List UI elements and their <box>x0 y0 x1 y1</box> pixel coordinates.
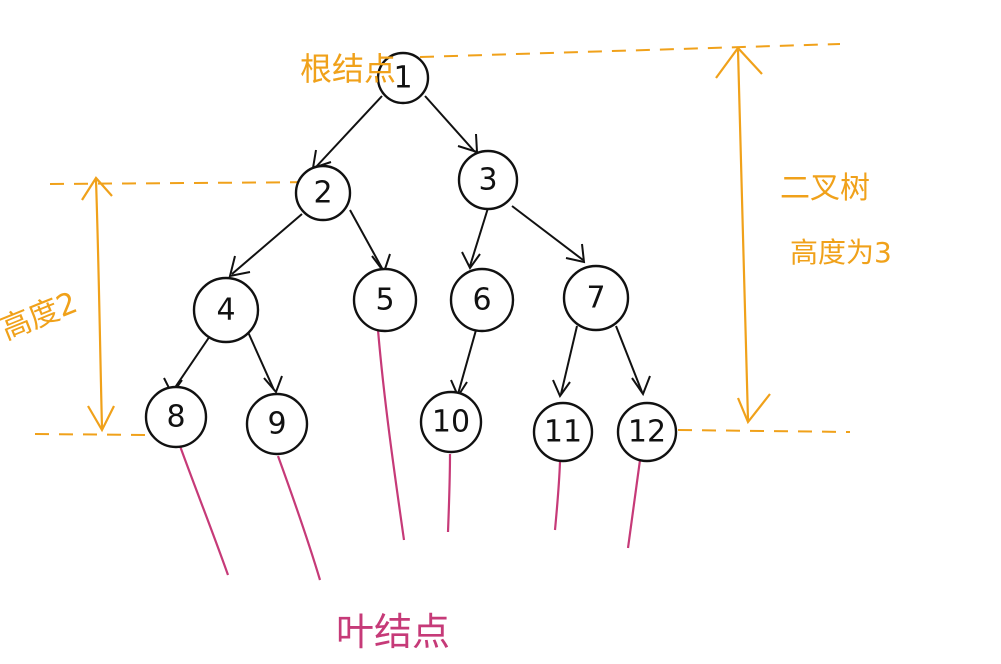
node-label-5: 5 <box>375 283 394 318</box>
node-label-2: 2 <box>313 176 332 211</box>
tree-node-3: 3 <box>457 149 519 211</box>
tree-height-label: 二叉树 <box>780 171 870 206</box>
leaf-nodes-label: 叶结点 <box>336 610 450 654</box>
tree-node-12: 12 <box>616 401 678 463</box>
tree-node-8: 8 <box>144 385 208 449</box>
node-label-8: 8 <box>166 400 185 435</box>
tree-node-4: 4 <box>192 276 260 344</box>
node-label-1: 1 <box>393 61 412 96</box>
tree-node-5: 5 <box>352 267 418 333</box>
tree-height-arrow <box>715 46 771 425</box>
node-label-11: 11 <box>544 415 582 450</box>
node-label-9: 9 <box>267 407 286 442</box>
root-node-label: 根结点 <box>300 50 396 88</box>
node-label-10: 10 <box>432 405 470 440</box>
node-label-6: 6 <box>472 283 491 318</box>
node-label-4: 4 <box>216 293 235 328</box>
tree-node-7: 7 <box>562 264 630 332</box>
tree-edges <box>163 95 651 399</box>
leaf-marker-lines <box>178 329 642 581</box>
node-label-12: 12 <box>628 415 666 450</box>
tree-node-6: 6 <box>449 267 515 333</box>
subtree-height-label: 高度2 <box>0 285 82 347</box>
node-label-3: 3 <box>478 163 497 198</box>
leaf-level-guide-left <box>34 433 151 436</box>
tree-height-value-label: 高度为3 <box>790 236 892 269</box>
tree-node-2: 2 <box>294 164 352 222</box>
subtree-height-arrow <box>81 176 115 433</box>
node-label-7: 7 <box>586 281 605 316</box>
tree-node-10: 10 <box>419 390 483 454</box>
root-level-guide <box>419 43 841 58</box>
tree-node-1: 1 <box>376 51 430 105</box>
leaf-level-guide-right <box>677 429 851 433</box>
tree-node-11: 11 <box>532 401 594 463</box>
tree-node-9: 9 <box>245 392 309 456</box>
